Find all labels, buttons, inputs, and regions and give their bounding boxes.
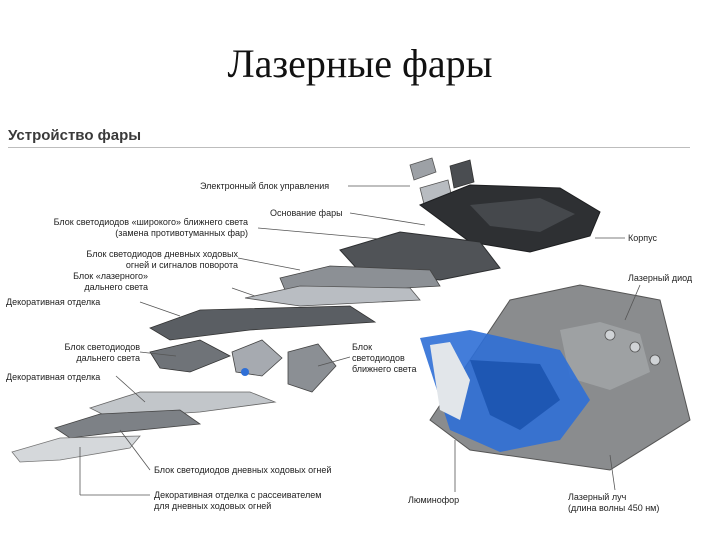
- label-laser-beam: Лазерный луч (длина волны 450 нм): [568, 492, 659, 514]
- label-drl-turn-line1: Блок светодиодов дневных ходовых: [86, 249, 238, 259]
- decorative-trim-1-part: [149, 305, 377, 341]
- label-laser-beam-line1: Лазерный луч: [568, 492, 627, 502]
- label-drl-block: Блок светодиодов дневных ходовых огней: [154, 465, 332, 475]
- label-laser-high-beam: Блок «лазерного» дальнего света: [8, 271, 148, 293]
- label-decorative-trim-1: Декоративная отделка: [6, 297, 101, 307]
- laser-high-beam-part: [244, 285, 421, 307]
- label-wide-low-beam-line1: Блок светодиодов «широкого» ближнего све…: [53, 217, 248, 227]
- laser-unit-part: [420, 284, 691, 471]
- housing-case-part: [418, 184, 601, 253]
- label-drl-turn: Блок светодиодов дневных ходовых огней и…: [8, 249, 238, 271]
- label-ecu: Электронный блок управления: [200, 181, 330, 191]
- label-decorative-diffuser: Декоративная отделка с рассеивателем для…: [154, 490, 321, 512]
- label-laser-diode: Лазерный диод: [628, 273, 693, 283]
- label-low-beam-led-line2: светодиодов: [352, 353, 405, 363]
- label-low-beam-led: Блок светодиодов ближнего света: [352, 342, 417, 375]
- label-wide-low-beam-line2: (замена противотуманных фар): [115, 228, 248, 238]
- label-low-beam-led-line1: Блок: [352, 342, 373, 352]
- led-modules-part: [149, 339, 337, 393]
- label-high-beam-led: Блок светодиодов дальнего света: [8, 342, 140, 364]
- diagram-heading: Устройство фары: [8, 127, 142, 144]
- label-high-beam-led-line1: Блок светодиодов: [64, 342, 140, 352]
- label-low-beam-led-line3: ближнего света: [352, 364, 417, 374]
- label-decorative-diffuser-line2: для дневных ходовых огней: [154, 501, 272, 511]
- label-decorative-diffuser-line1: Декоративная отделка с рассеивателем: [154, 490, 322, 500]
- label-laser-high-beam-line1: Блок «лазерного»: [73, 271, 148, 281]
- label-high-beam-led-line2: дальнего света: [76, 353, 140, 363]
- drl-block-part: [54, 409, 202, 439]
- label-case: Корпус: [628, 233, 658, 243]
- slide-title: Лазерные фары: [227, 41, 493, 86]
- label-drl-turn-line2: огней и сигналов поворота: [125, 260, 238, 270]
- heading-divider: [8, 147, 690, 148]
- label-decorative-trim-2: Декоративная отделка: [6, 372, 101, 382]
- label-wide-low-beam: Блок светодиодов «широкого» ближнего све…: [8, 217, 248, 239]
- leader-lines: [79, 185, 641, 496]
- decorative-diffuser-part: [11, 435, 141, 463]
- label-laser-beam-line2: (длина волны 450 нм): [568, 503, 660, 513]
- label-housing-base: Основание фары: [270, 208, 343, 218]
- label-phosphor: Люминофор: [408, 495, 460, 505]
- label-laser-high-beam-line2: дальнего света: [84, 282, 148, 292]
